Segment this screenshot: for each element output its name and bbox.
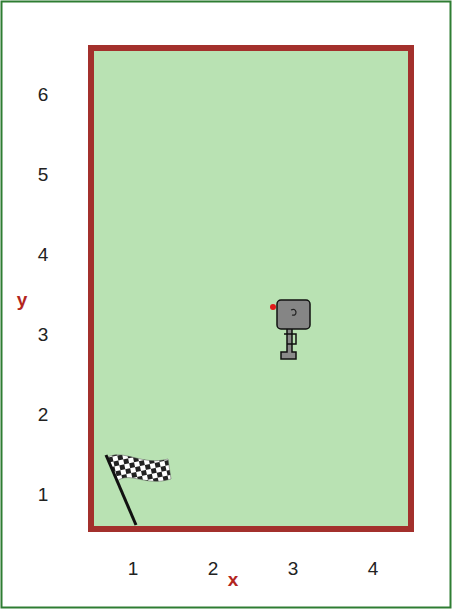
axis-number: 4 [368,559,379,578]
axis-number: 1 [128,559,139,578]
axis-number: 2 [208,559,219,578]
axis-title: x [228,570,239,589]
axis-title: y [17,290,28,309]
axis-number: 3 [38,325,49,344]
axis-number: 5 [38,165,49,184]
axis-number: 4 [38,245,49,264]
axis-number: 1 [38,485,49,504]
axis-number: 3 [288,559,299,578]
goal-flag [106,455,171,525]
axis-number: 6 [38,85,49,104]
robot [270,300,310,359]
axis-number: 2 [38,405,49,424]
world-field [91,48,411,529]
